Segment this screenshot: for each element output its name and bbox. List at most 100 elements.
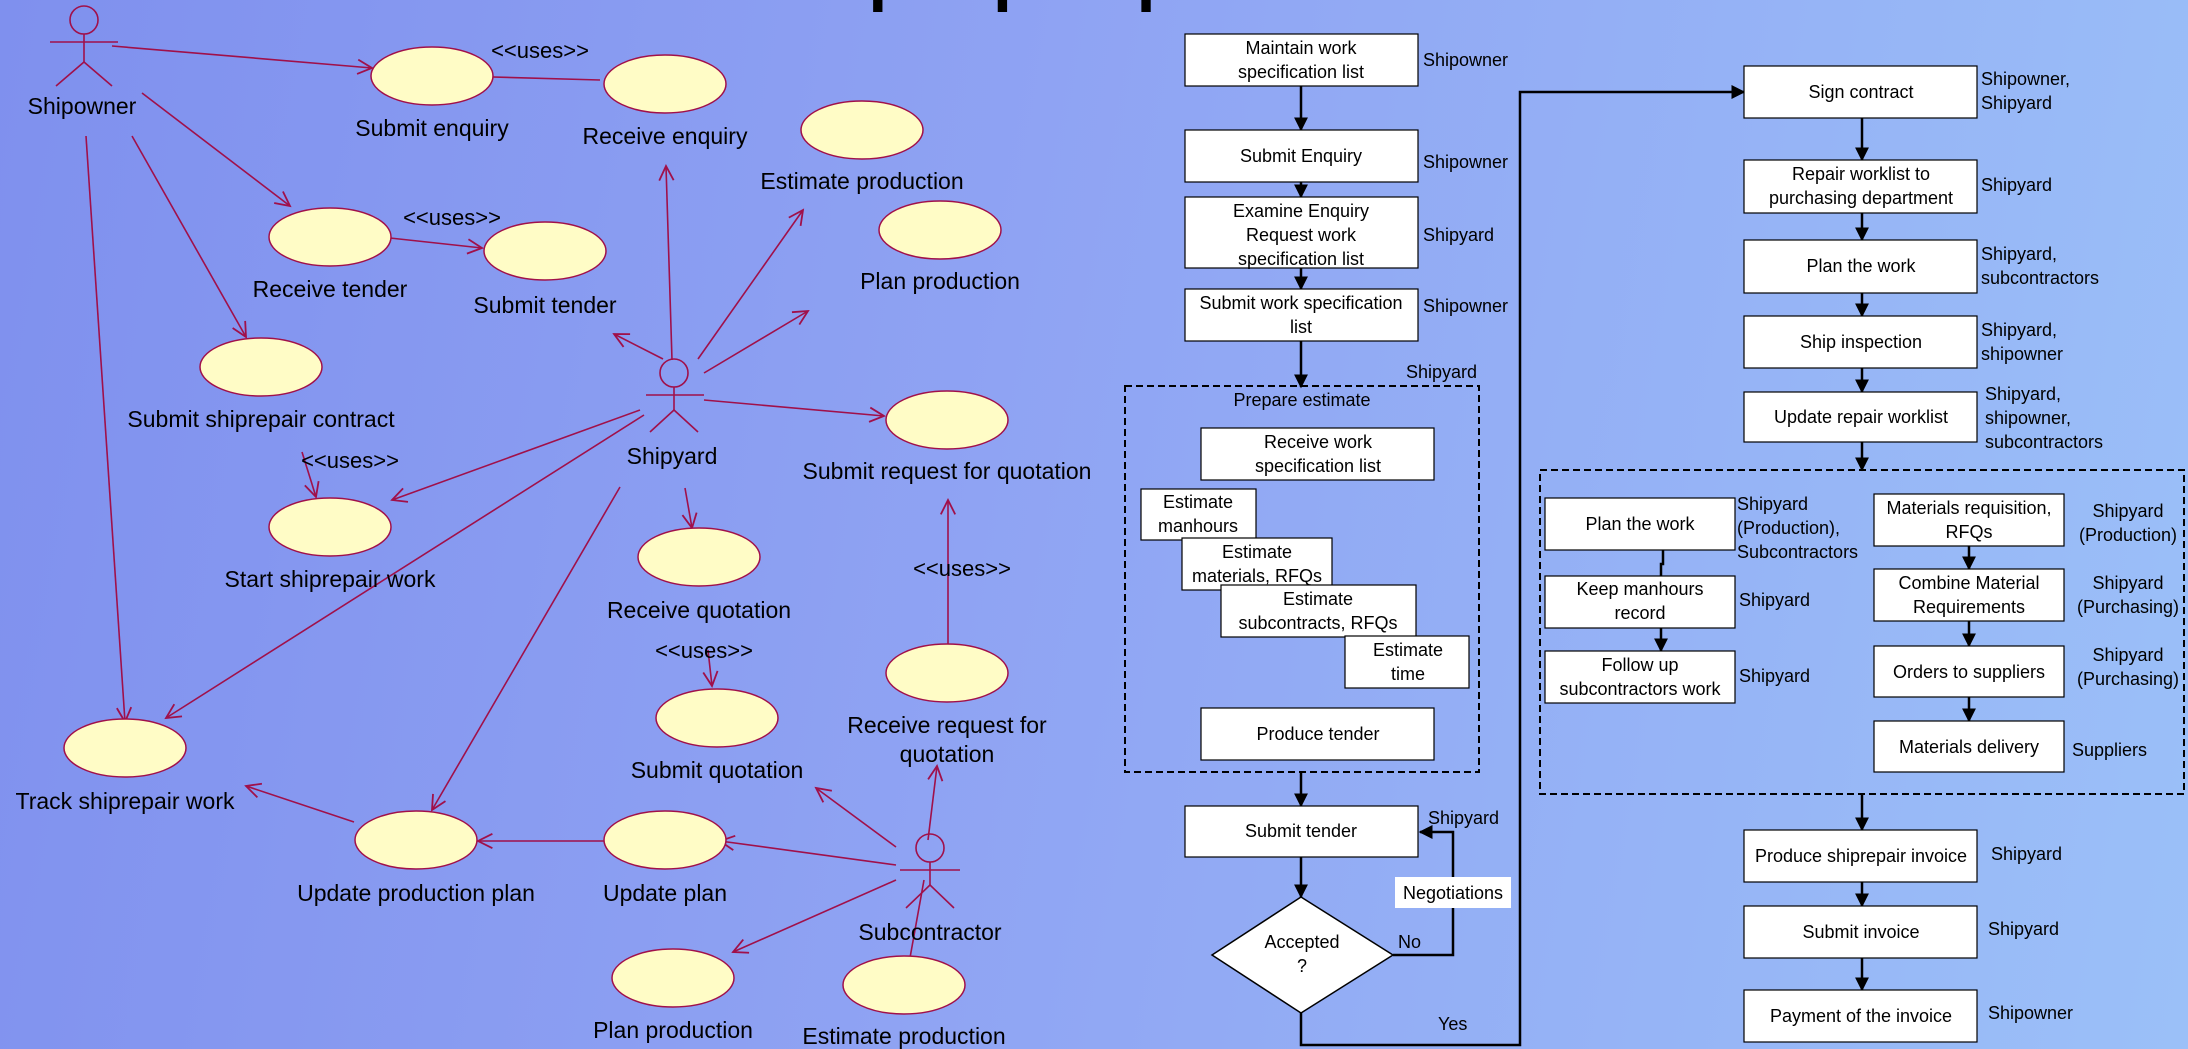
exec-combine-role-line2: (Purchasing) bbox=[2077, 597, 2179, 617]
negotiations-label-bg bbox=[1395, 877, 1511, 908]
accepted-decision bbox=[1210, 896, 1395, 1014]
uses-label-tender: <<uses>> bbox=[403, 205, 501, 230]
prep-materials-line1: Estimate bbox=[1222, 542, 1292, 562]
negotiations-label: Negotiations bbox=[1403, 883, 1503, 903]
prep-time-line1: Estimate bbox=[1373, 640, 1443, 660]
exec-delivery: Materials delivery bbox=[1899, 737, 2039, 757]
step-submit-tender: Submit tender bbox=[1245, 821, 1357, 841]
step-sign-contract: Sign contract bbox=[1808, 82, 1913, 102]
role-update-line3: subcontractors bbox=[1985, 432, 2103, 452]
uses-label-contract: <<uses>> bbox=[301, 448, 399, 473]
uses-label-request: <<uses>> bbox=[913, 556, 1011, 581]
uc-plan-production-top bbox=[878, 200, 1002, 260]
role-plan-line1: Shipyard, bbox=[1981, 244, 2057, 264]
uc-submit-tender-label: Submit tender bbox=[473, 292, 617, 318]
use-case-ellipses bbox=[63, 46, 1009, 1015]
exec-combine-line1: Combine Material bbox=[1898, 573, 2039, 593]
step-produce-invoice: Produce shiprepair invoice bbox=[1755, 846, 1967, 866]
page-title: Ship repair process bbox=[763, 0, 1398, 13]
prep-manhours-line2: manhours bbox=[1158, 516, 1238, 536]
prep-subcontracts-line1: Estimate bbox=[1283, 589, 1353, 609]
actor-shipyard-label: Shipyard bbox=[627, 443, 718, 469]
uc-update-production-plan bbox=[354, 810, 478, 870]
uc-estimate-production-top-label: Estimate production bbox=[760, 168, 963, 194]
exec-mat-req-role-line1: Shipyard bbox=[2092, 501, 2163, 521]
exec-plan-role-line1: Shipyard bbox=[1737, 494, 1808, 514]
exec-keep-line1: Keep manhours bbox=[1576, 579, 1703, 599]
uc-submit-enquiry-label: Submit enquiry bbox=[355, 115, 509, 141]
use-case-diagram: Shipowner Shipyard Subcontractor Submit … bbox=[16, 5, 1092, 1049]
uc-estimate-production-bottom bbox=[842, 955, 966, 1015]
exec-follow-role: Shipyard bbox=[1739, 666, 1810, 686]
exec-combine-role-line1: Shipyard bbox=[2092, 573, 2163, 593]
role-produce-invoice: Shipyard bbox=[1991, 844, 2062, 864]
prep-receive-line2: specification list bbox=[1255, 456, 1381, 476]
role-submit-enquiry: Shipowner bbox=[1423, 152, 1508, 172]
exec-mat-req-role-line2: (Production) bbox=[2079, 525, 2177, 545]
exec-keep-role: Shipyard bbox=[1739, 590, 1810, 610]
step-maintain-line2: specification list bbox=[1238, 62, 1364, 82]
role-prepare: Shipyard bbox=[1406, 362, 1477, 382]
role-submit-invoice: Shipyard bbox=[1988, 919, 2059, 939]
prepare-estimate-title: Prepare estimate bbox=[1233, 390, 1370, 410]
role-sign-line1: Shipowner, bbox=[1981, 69, 2070, 89]
exec-plan-work: Plan the work bbox=[1585, 514, 1695, 534]
exec-plan-role-line2: (Production), bbox=[1737, 518, 1840, 538]
uc-start-shiprepair-work-label: Start shiprepair work bbox=[225, 566, 436, 592]
actor-shipowner-label: Shipowner bbox=[28, 93, 137, 119]
role-submit-spec: Shipowner bbox=[1423, 296, 1508, 316]
prep-subcontracts-line2: subcontracts, RFQs bbox=[1238, 613, 1397, 633]
uc-submit-request-for-quotation-label: Submit request for quotation bbox=[803, 458, 1092, 484]
uc-receive-enquiry bbox=[603, 54, 727, 114]
exec-mat-req-line1: Materials requisition, bbox=[1886, 498, 2051, 518]
uc-receive-request-for-quotation-label-1: Receive request for bbox=[847, 712, 1047, 738]
exec-delivery-role: Suppliers bbox=[2072, 740, 2147, 760]
decision-accepted-line1: Accepted bbox=[1264, 932, 1339, 952]
uc-track-shiprepair-work bbox=[63, 718, 187, 778]
decision-accepted-line2: ? bbox=[1297, 956, 1307, 976]
uc-submit-tender bbox=[483, 221, 607, 281]
uc-receive-quotation-label: Receive quotation bbox=[607, 597, 791, 623]
step-payment: Payment of the invoice bbox=[1770, 1006, 1952, 1026]
exec-mat-req-line2: RFQs bbox=[1946, 522, 1993, 542]
step-submit-spec-line2: list bbox=[1290, 317, 1312, 337]
uc-receive-request-for-quotation-label-2: quotation bbox=[900, 741, 995, 767]
exec-keep-line2: record bbox=[1614, 603, 1665, 623]
role-examine: Shipyard bbox=[1423, 225, 1494, 245]
no-label: No bbox=[1398, 932, 1421, 952]
uc-plan-production-bottom bbox=[611, 948, 735, 1008]
role-update-line1: Shipyard, bbox=[1985, 384, 2061, 404]
actor-subcontractor-label: Subcontractor bbox=[858, 919, 1002, 945]
step-submit-spec-line1: Submit work specification bbox=[1199, 293, 1402, 313]
uc-estimate-production-bottom-label: Estimate production bbox=[802, 1023, 1005, 1049]
uc-track-shiprepair-work-label: Track shiprepair work bbox=[16, 788, 235, 814]
step-repair-worklist-line1: Repair worklist to bbox=[1792, 164, 1930, 184]
uses-label-quotation: <<uses>> bbox=[655, 638, 753, 663]
exec-orders-role-line1: Shipyard bbox=[2092, 645, 2163, 665]
role-sign-line2: Shipyard bbox=[1981, 93, 2052, 113]
flowchart: Maintain work specification list Submit … bbox=[1124, 33, 2185, 1047]
step-ship-inspection: Ship inspection bbox=[1800, 332, 1922, 352]
uc-update-production-plan-label: Update production plan bbox=[297, 880, 535, 906]
role-payment: Shipowner bbox=[1988, 1003, 2073, 1023]
uc-submit-quotation-label: Submit quotation bbox=[631, 757, 804, 783]
uc-receive-quotation bbox=[637, 527, 761, 587]
uc-estimate-production-top bbox=[800, 100, 924, 160]
uc-submit-request-for-quotation bbox=[885, 390, 1009, 450]
uc-submit-shiprepair-contract-label: Submit shiprepair contract bbox=[127, 406, 395, 432]
uc-update-plan-label: Update plan bbox=[603, 880, 727, 906]
step-examine-line3: specification list bbox=[1238, 249, 1364, 269]
step-examine-line1: Examine Enquiry bbox=[1233, 201, 1369, 221]
prep-materials-line2: materials, RFQs bbox=[1192, 566, 1322, 586]
step-submit-invoice: Submit invoice bbox=[1802, 922, 1919, 942]
step-maintain-line1: Maintain work bbox=[1245, 38, 1357, 58]
exec-follow-line2: subcontractors work bbox=[1559, 679, 1721, 699]
role-update-line2: shipowner, bbox=[1985, 408, 2071, 428]
uc-receive-enquiry-label: Receive enquiry bbox=[583, 123, 748, 149]
role-maintain: Shipowner bbox=[1423, 50, 1508, 70]
step-examine-line2: Request work bbox=[1246, 225, 1357, 245]
prep-produce-tender: Produce tender bbox=[1256, 724, 1379, 744]
uc-submit-shiprepair-contract bbox=[199, 337, 323, 397]
actor-shipowner bbox=[50, 5, 118, 87]
